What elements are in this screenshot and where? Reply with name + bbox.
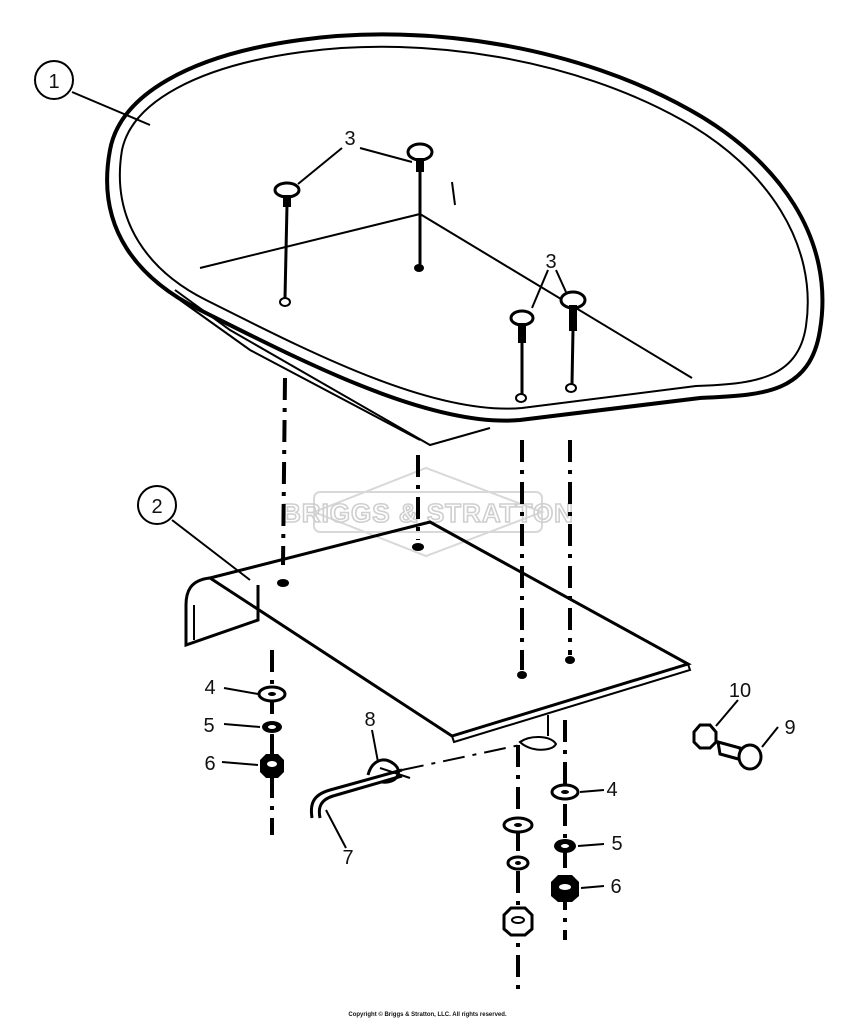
carriage-bolt — [559, 290, 587, 393]
callout-label-8: 8 — [364, 709, 375, 731]
nut-part-10 — [692, 723, 718, 750]
hairpin-clip-part-8 — [366, 758, 411, 784]
copyright-notice: Copyright © Briggs & Stratton, LLC. All … — [348, 1012, 507, 1018]
carriage-bolt — [406, 142, 434, 272]
callout-label-5: 5 — [203, 715, 214, 737]
callout-label-5: 5 — [611, 833, 622, 855]
callout-label-4: 4 — [606, 779, 617, 801]
callout-label-9: 9 — [784, 717, 795, 739]
carriage-bolt — [273, 181, 301, 307]
assembly-centerlines — [270, 377, 572, 990]
callout-label-1: 1 — [48, 71, 59, 93]
callout-label-7: 7 — [342, 847, 353, 869]
callout-circle-2 — [137, 485, 177, 525]
callout-label-2: 2 — [151, 496, 162, 518]
seat-part-1 — [105, 32, 825, 447]
callout-label-4: 4 — [204, 677, 215, 699]
callout-circle-1 — [34, 60, 74, 100]
mounting-plate-part-2 — [184, 520, 692, 751]
callout-label-10: 10 — [729, 680, 751, 702]
carriage-bolts-part-3 — [273, 142, 587, 403]
callout-label-3: 3 — [545, 251, 556, 273]
callout-label-3: 3 — [344, 128, 355, 150]
carriage-bolt — [509, 309, 535, 403]
callout-label-6: 6 — [204, 753, 215, 775]
pin-part-9 — [716, 739, 763, 771]
rod-part-7 — [309, 768, 403, 819]
callout-label-6: 6 — [610, 876, 621, 898]
hardware-stack-left — [257, 685, 287, 778]
hardware-stack-right — [502, 783, 580, 937]
callout-leaders — [71, 91, 779, 889]
brand-watermark: BRIGGS & STRATTON — [281, 466, 574, 558]
